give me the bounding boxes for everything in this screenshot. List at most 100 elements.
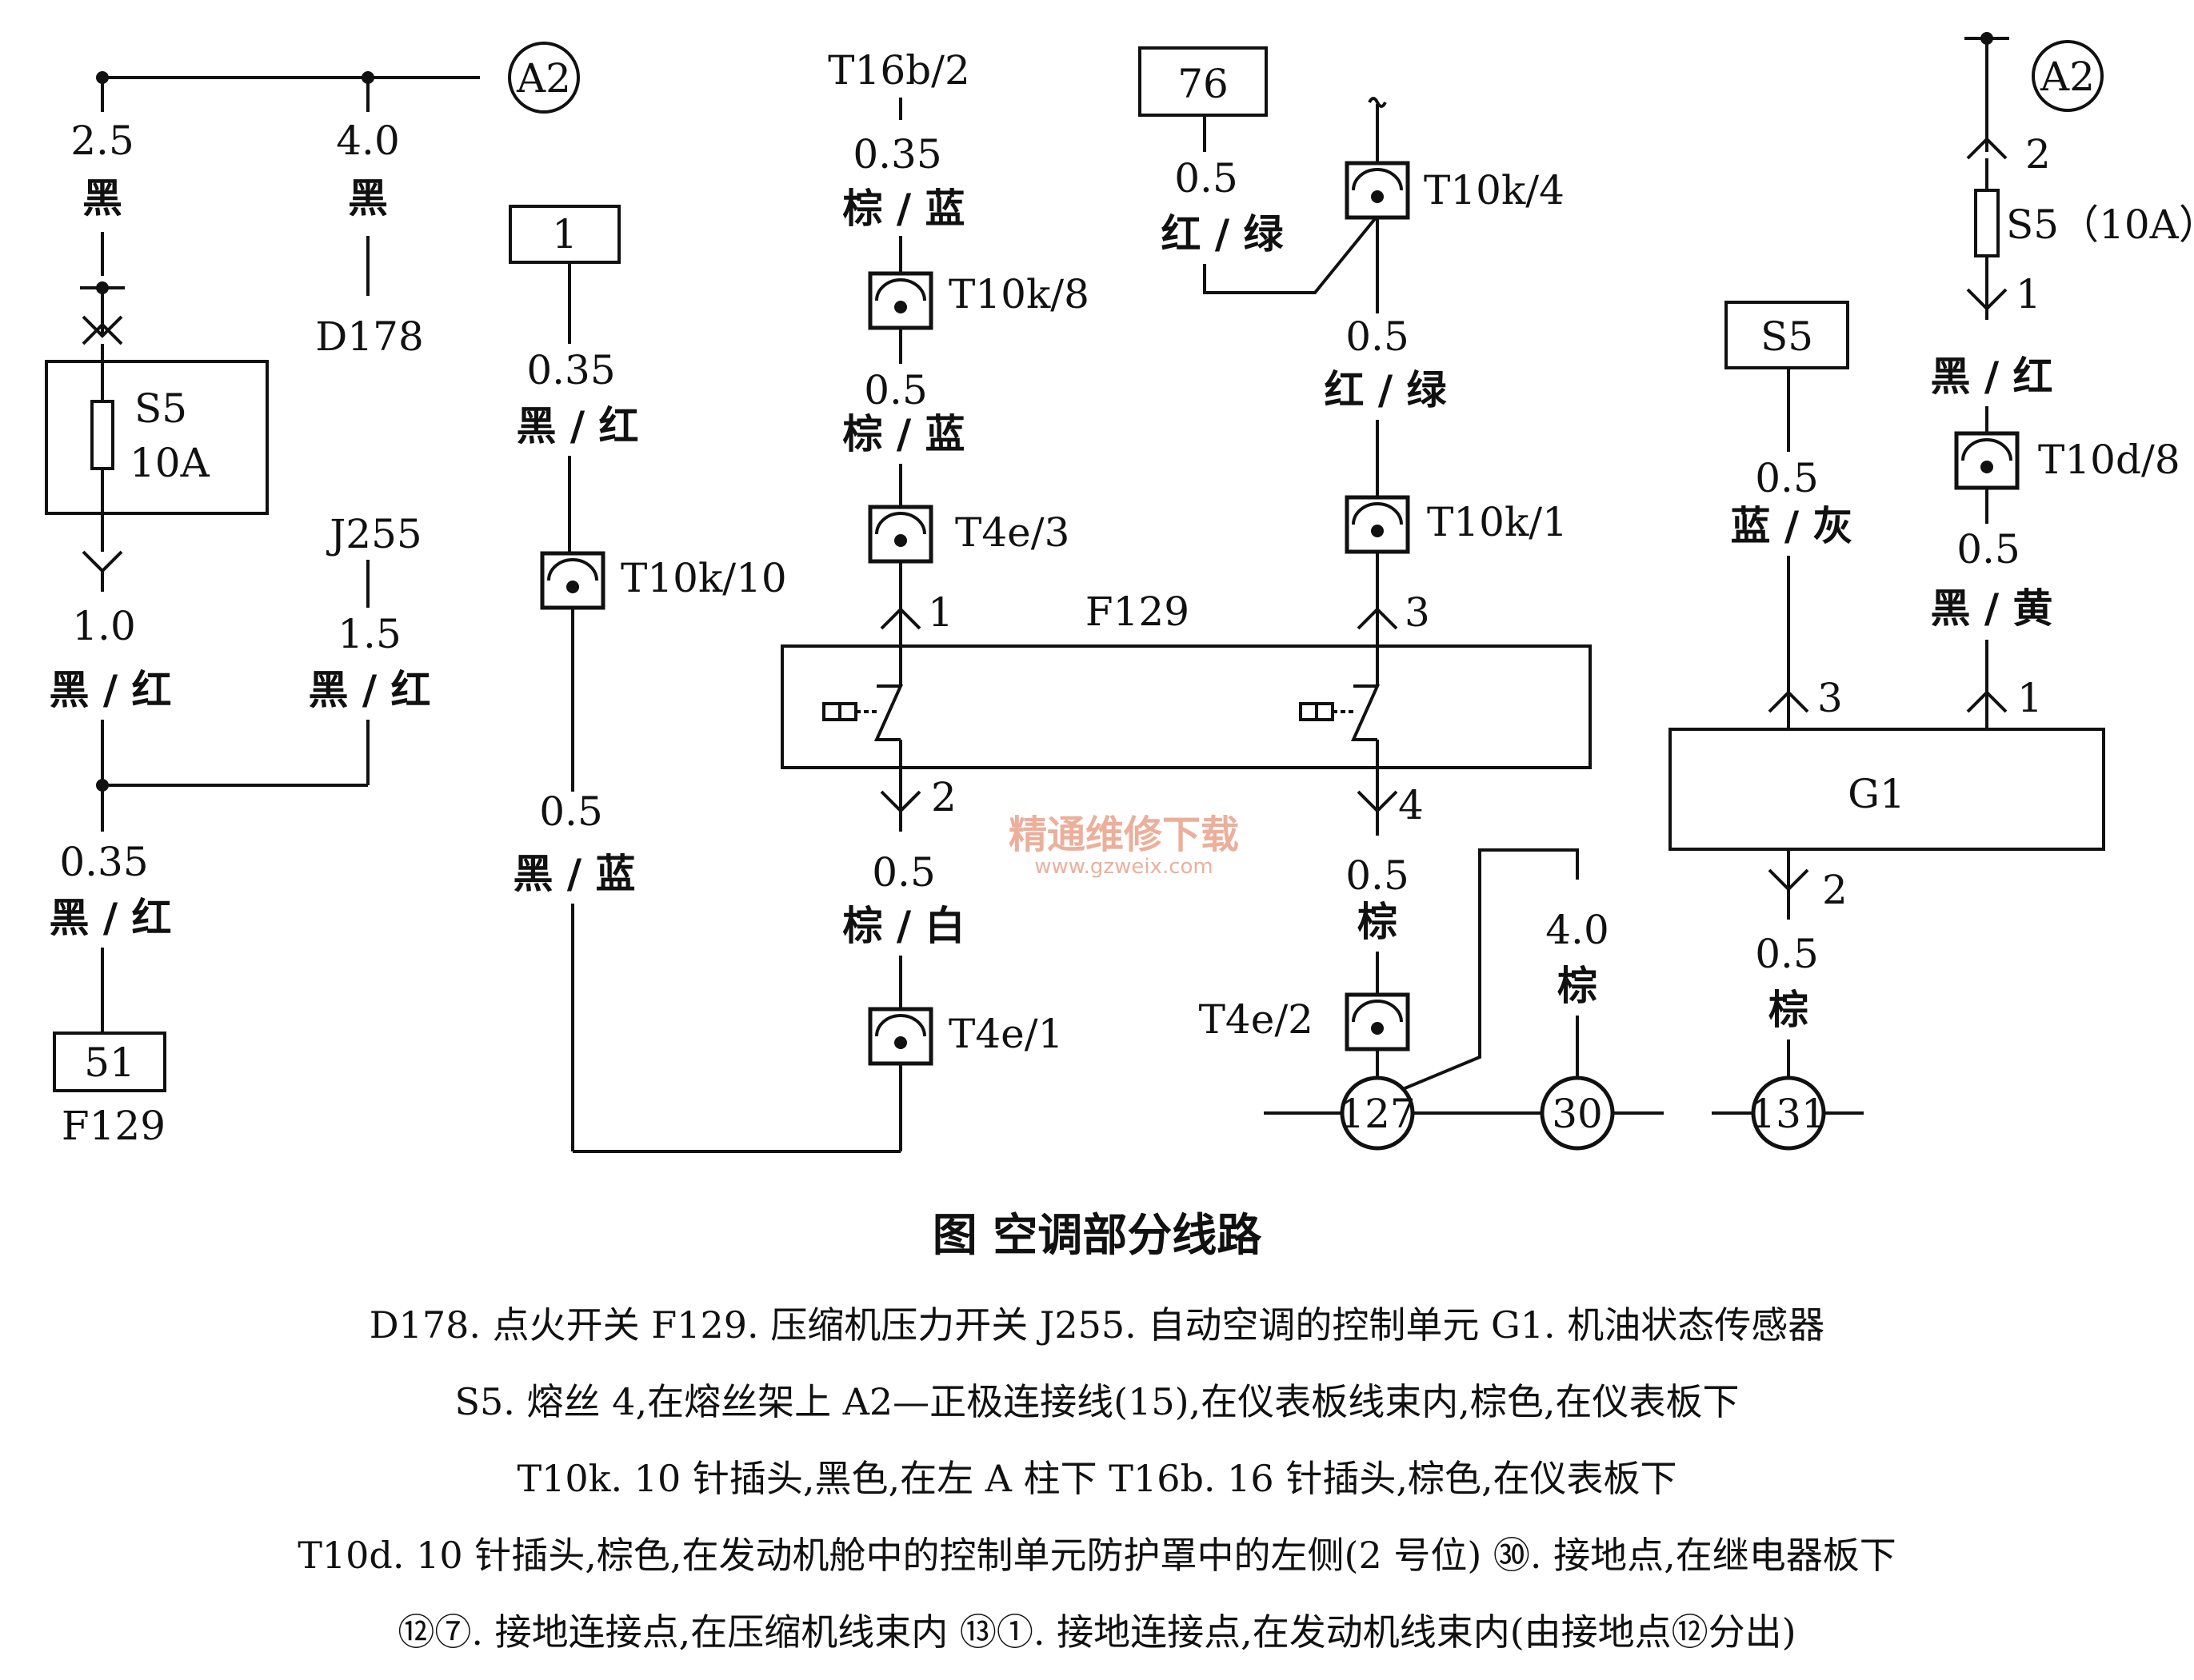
wire-color-brown-3: 棕 (1768, 987, 1808, 1033)
connector-t10k-10 (542, 553, 603, 608)
pin-4-label: 4 (1398, 782, 1424, 828)
ground-127-label: 127 (1339, 1091, 1415, 1137)
caption-title: 图 空调部分线路 (932, 1210, 1262, 1262)
wire-size-0-35a: 0.35 (59, 839, 148, 885)
wire-size-0-5b: 0.5 (864, 367, 928, 413)
connector-t4e-2 (1347, 995, 1408, 1049)
s5-box-name: S5 (134, 385, 187, 432)
legend-line-4: T10d. 10 针插头,棕色,在发动机舱中的控制单元防护罩中的左侧(2 号位)… (298, 1534, 1896, 1577)
caption: 图 空调部分线路 D178. 点火开关 F129. 压缩机压力开关 J255. … (0, 1199, 2194, 1670)
ground-131 (1751, 1075, 1826, 1151)
g1-pin-2-label: 2 (1822, 867, 1848, 913)
legend-line-1: D178. 点火开关 F129. 压缩机压力开关 J255. 自动空调的控制单元… (369, 1303, 1825, 1347)
box-1 (509, 205, 621, 264)
wire-color-blue-gray: 蓝 / 灰 (1730, 503, 1852, 549)
wire-size-0-35c: 0.35 (853, 131, 941, 178)
t10k-8-label: T10k/8 (949, 271, 1089, 317)
d178-label: D178 (315, 313, 424, 360)
g1-pin-1-label: 1 (2017, 675, 2043, 721)
wire-color-red-green-1: 红 / 绿 (1161, 211, 1284, 257)
pin-1-label: 1 (928, 589, 953, 636)
box-76-label: 76 (1177, 61, 1229, 107)
wiring-diagram: A2 2.5 黑 4.0 黑 D178 S5 10A 1.0 黑 / 红 J25… (45, 32, 2194, 1153)
wire-color-brown-white: 棕 / 白 (842, 903, 965, 949)
a2-right-label: A2 (2040, 54, 2095, 100)
wire-size-0-5a: 0.5 (539, 788, 603, 835)
s5-fuse-symbol (90, 400, 114, 470)
t4e-1-label: T4e/1 (949, 1011, 1063, 1057)
f129-label: F129 (1085, 589, 1189, 635)
a2-left-label: A2 (516, 55, 571, 102)
t16b-column: T16b/2 0.35 棕 / 蓝 T10k/8 0.5 棕 / 蓝 T4e/3… (828, 47, 1089, 646)
wire-size-0-5f: 0.5 (1345, 852, 1409, 899)
wire-color-brown-blue-2: 棕 / 蓝 (842, 411, 965, 457)
connector-t4e-3 (870, 507, 931, 561)
s5-fuse-box (45, 360, 269, 515)
box-1-label: 1 (552, 211, 577, 257)
wire-size-4-0b: 4.0 (1545, 907, 1609, 953)
wire-color-brown-blue-1: 棕 / 蓝 (842, 186, 965, 232)
a2-left-terminal (508, 42, 580, 114)
wire-size-0-5c: 0.5 (872, 849, 936, 896)
t10k-10-label: T10k/10 (621, 555, 787, 601)
wire-size-0-5g: 0.5 (1755, 455, 1819, 501)
f129-bottom-label: F129 (62, 1103, 166, 1149)
t10k-1-label: T10k/1 (1427, 499, 1568, 545)
s5-box-amp: 10A (130, 440, 210, 486)
left-section: A2 2.5 黑 4.0 黑 D178 S5 10A 1.0 黑 / 红 J25… (45, 42, 580, 1149)
box1-section: 1 0.35 黑 / 红 T10k/10 0.5 黑 / 蓝 (509, 205, 901, 1153)
legend-line-5: ⑫⑦. 接地连接点,在压缩机线束内 ⑬①. 接地连接点,在发动机线束内(由接地点… (398, 1610, 1796, 1654)
wire-color-brown-1: 棕 (1357, 899, 1397, 945)
wire-color-black-red-3: 黑 / 红 (49, 895, 171, 941)
wire-size-0-5i: 0.5 (1956, 526, 2020, 573)
wire-color-black-red-5: 黑 / 红 (1930, 353, 2052, 400)
f129-switch: F129 (781, 589, 1592, 769)
t4e-2-label: T4e/2 (1199, 996, 1313, 1043)
wire-size-0-5d: 0.5 (1174, 155, 1238, 202)
t10d-8-label: T10d/8 (2038, 437, 2180, 483)
connector-t10k-8 (870, 273, 931, 328)
connector-t4e-1 (870, 1009, 931, 1063)
wire-size-0-5e: 0.5 (1345, 313, 1409, 360)
j255-label: J255 (326, 511, 422, 557)
wire-color-black-yellow: 黑 / 黄 (1930, 585, 2052, 632)
right-pin-2-label: 2 (2025, 131, 2051, 178)
wire-color-black-red-1: 黑 / 红 (49, 667, 171, 713)
wire-color-brown-2: 棕 (1557, 963, 1597, 1009)
t10k-4-label: T10k/4 (1424, 167, 1565, 213)
t4e-3-label: T4e/3 (955, 509, 1069, 556)
wire-color-black-blue: 黑 / 蓝 (513, 851, 635, 897)
connector-t10k-4 (1347, 163, 1408, 217)
connector-t10d-8 (1956, 433, 2017, 488)
legend-line-3: T10k. 10 针插头,黑色,在左 A 柱下 T16b. 16 针插头,棕色,… (517, 1457, 1677, 1500)
ground-30 (1540, 1075, 1615, 1151)
box-51-label: 51 (84, 1040, 135, 1086)
pin-3-label: 3 (1405, 589, 1430, 636)
wire-size-2-5: 2.5 (70, 118, 134, 164)
g1-section: S5 0.5 蓝 / 灰 3 G1 2 0.5 棕 131 A2 2 S5（10… (1668, 32, 2194, 1151)
wire-size-0-5h: 0.5 (1755, 931, 1819, 977)
wire-size-1-5: 1.5 (338, 611, 402, 657)
box-s5-label: S5 (1760, 313, 1813, 360)
g1-label: G1 (1848, 771, 1905, 817)
wire-color-black-1: 黑 (82, 175, 122, 221)
wire-size-0-35b: 0.35 (526, 347, 615, 393)
watermark-url: www.gzweix.com (1034, 855, 1213, 879)
watermark: 精通维修下载 www.gzweix.com (1009, 812, 1239, 879)
ground-127 (1340, 1075, 1415, 1151)
t16b-2-label: T16b/2 (828, 47, 970, 94)
pin-2-label: 2 (931, 774, 957, 820)
s5-fuse-right (1974, 189, 2000, 257)
connector-t10k-1 (1347, 497, 1408, 552)
ground-131-label: 131 (1750, 1091, 1826, 1137)
wire-color-black-2: 黑 (348, 175, 388, 221)
g1-pin-3-label: 3 (1817, 675, 1843, 721)
wire-size-1-0: 1.0 (72, 603, 136, 649)
f129-left-output: 2 0.5 棕 / 白 T4e/1 (842, 768, 1063, 1151)
ground-30-label: 30 (1552, 1091, 1603, 1137)
a2-right-terminal (2032, 40, 2104, 112)
wire-color-red-green-2: 红 / 绿 (1324, 367, 1447, 413)
right-pin-1-label: 1 (2016, 271, 2041, 317)
g1-sensor-box (1668, 728, 2105, 851)
wire-size-4-0: 4.0 (336, 118, 400, 164)
